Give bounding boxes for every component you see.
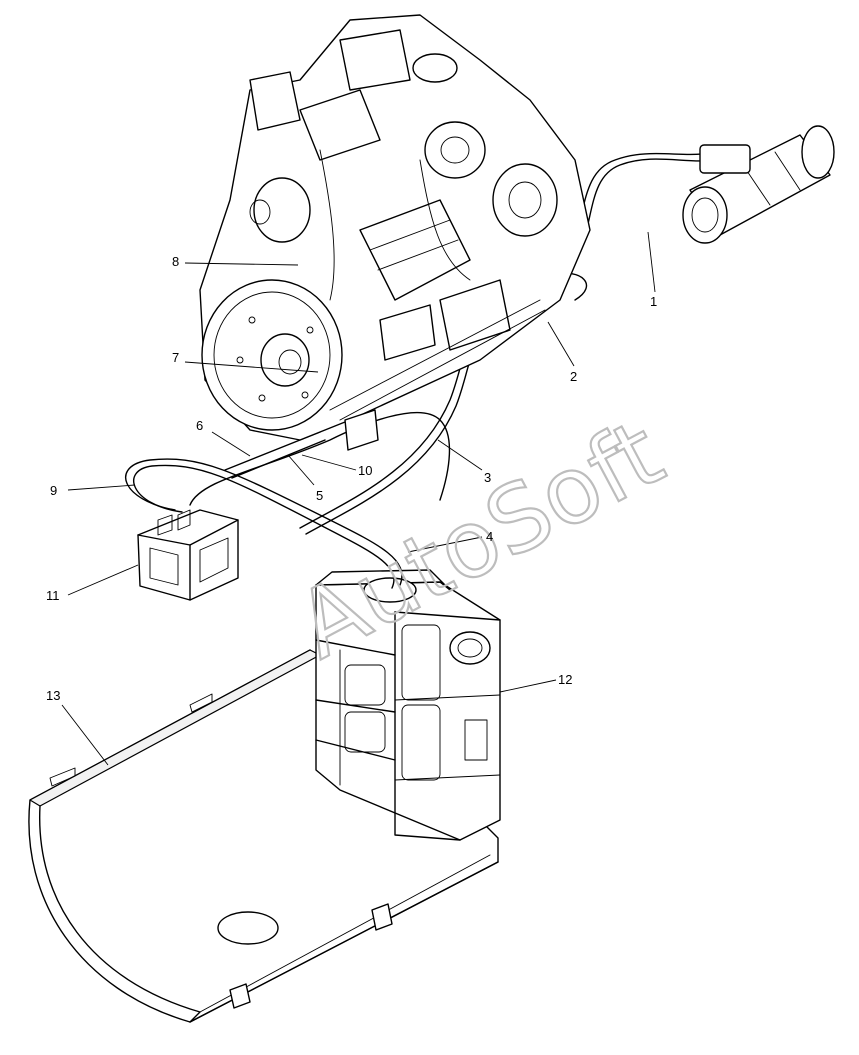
- callout-6: 6: [196, 418, 203, 433]
- callout-4: 4: [486, 529, 493, 544]
- callout-12: 12: [558, 672, 572, 687]
- callout-5: 5: [316, 488, 323, 503]
- callout-13: 13: [46, 688, 60, 703]
- pump-module: [137, 509, 239, 601]
- def-tank: [315, 569, 501, 841]
- intake-pipe: [682, 125, 835, 244]
- callout-8: 8: [172, 254, 179, 269]
- leader-lines: [61, 231, 656, 766]
- callout-10: 10: [358, 463, 372, 478]
- callout-9: 9: [50, 483, 57, 498]
- callout-7: 7: [172, 350, 179, 365]
- callout-2: 2: [570, 369, 577, 384]
- engine-assembly: [199, 14, 591, 451]
- callout-11: 11: [46, 588, 60, 603]
- callout-3: 3: [484, 470, 491, 485]
- callout-1: 1: [650, 294, 657, 309]
